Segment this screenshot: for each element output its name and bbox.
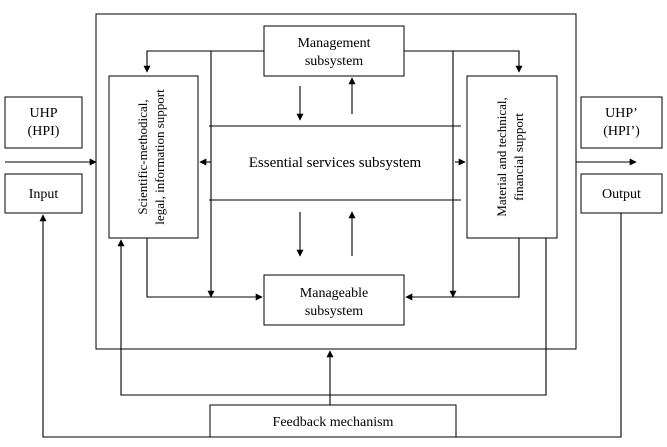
scientific-line1: Scientific-methodical, <box>135 99 150 214</box>
input-label: Input <box>29 187 59 202</box>
material-line2: financial support <box>511 113 526 201</box>
input-uhp-line2: (HPI) <box>28 124 60 139</box>
output-uhp-line1: UHP’ <box>605 106 638 121</box>
management-line2: subsystem <box>305 54 363 69</box>
manageable-subsystem-box <box>263 274 405 326</box>
manageable-line1: Manageable <box>300 286 368 301</box>
arrow-scientific-to-manageable <box>146 238 263 301</box>
output-uhp-line2: (HPI’) <box>603 124 640 139</box>
output-box <box>580 173 663 214</box>
outer-feedback-loop <box>39 213 622 438</box>
input-uhp-line1: UHP <box>29 106 57 121</box>
arrow-management-to-scientific <box>143 50 264 73</box>
scientific-line2: legal, information support <box>152 89 167 225</box>
material-support-box <box>466 75 558 239</box>
material-line1: Material and technical, <box>494 97 509 216</box>
input-box <box>4 173 83 214</box>
management-line1: Management <box>297 36 370 51</box>
input-uhp-box <box>4 96 83 149</box>
feedback-mechanism-box <box>209 404 457 438</box>
arrow-management-to-material <box>404 50 523 73</box>
essential-services-label: Essential services subsystem <box>249 155 422 171</box>
output-label: Output <box>602 187 641 202</box>
system-frame <box>95 13 577 350</box>
scientific-support-box <box>108 75 199 239</box>
feedback-label: Feedback mechanism <box>273 415 394 430</box>
manageable-line2: subsystem <box>305 304 363 319</box>
arrow-material-to-manageable <box>405 238 520 301</box>
feedback-loop-left <box>117 238 547 396</box>
output-uhp-box <box>580 96 663 149</box>
